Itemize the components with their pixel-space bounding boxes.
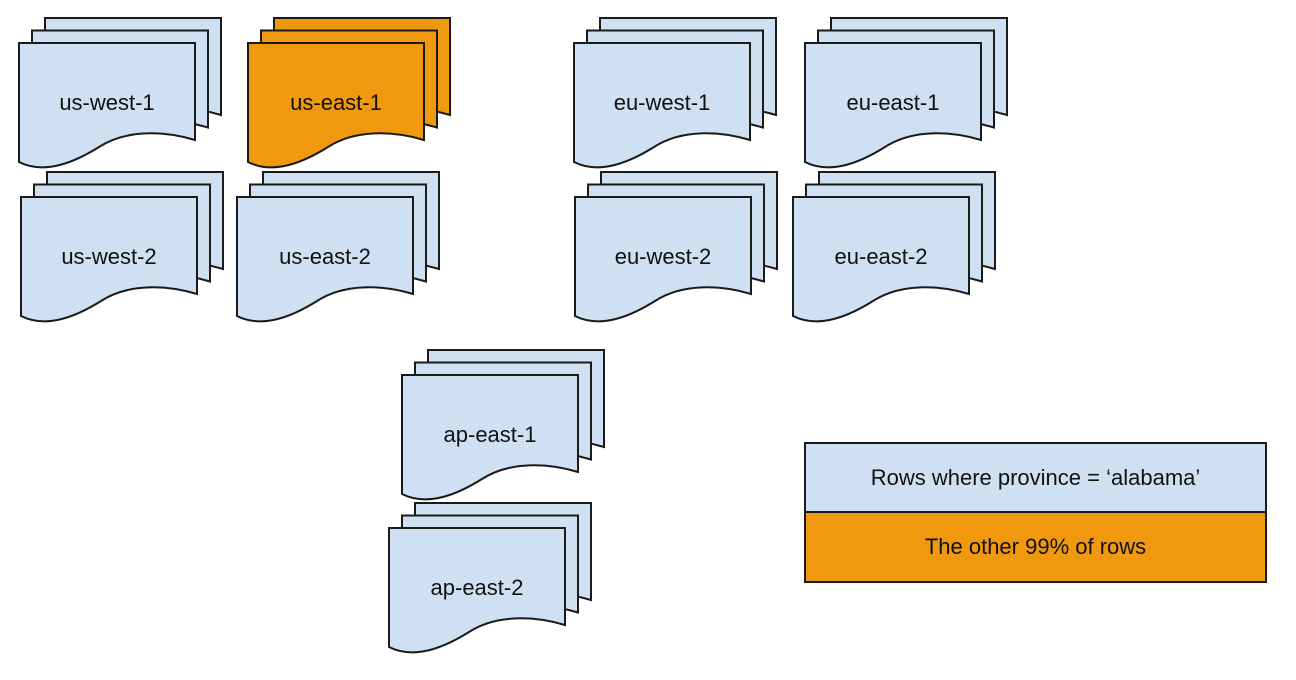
region-stack-eu-east-1: eu-east-1 <box>804 17 1008 170</box>
legend-item-other-rows: The other 99% of rows <box>806 511 1265 581</box>
region-stack-eu-west-1: eu-west-1 <box>573 17 777 170</box>
region-label: us-east-2 <box>279 244 371 269</box>
region-stack-eu-west-2: eu-west-2 <box>574 171 778 324</box>
document-page-front <box>401 374 579 501</box>
document-stack-graphic: us-east-2 <box>236 171 440 323</box>
document-stack-graphic: eu-east-2 <box>792 171 996 323</box>
legend-item-label: Rows where province = ‘alabama’ <box>870 464 1201 490</box>
document-page-front <box>804 42 982 169</box>
document-stack-graphic: us-west-2 <box>20 171 224 323</box>
legend-item-alabama-rows: Rows where province = ‘alabama’ <box>806 444 1265 511</box>
region-label: us-west-1 <box>59 90 154 115</box>
region-label: ap-east-2 <box>431 575 524 600</box>
document-page-front <box>236 196 414 323</box>
document-page-front <box>792 196 970 323</box>
document-stack-graphic: ap-east-2 <box>388 502 592 654</box>
document-page-front <box>18 42 196 169</box>
legend-item-label: The other 99% of rows <box>924 534 1147 559</box>
region-stack-us-west-2: us-west-2 <box>20 171 224 324</box>
document-stack-graphic: ap-east-1 <box>401 349 605 501</box>
region-stack-us-east-2: us-east-2 <box>236 171 440 324</box>
region-stack-ap-east-2: ap-east-2 <box>388 502 592 655</box>
document-stack-graphic: us-east-1 <box>247 17 451 169</box>
region-label: ap-east-1 <box>444 422 537 447</box>
region-label: eu-east-1 <box>847 90 940 115</box>
document-stack-graphic: eu-west-1 <box>573 17 777 169</box>
document-page-front <box>574 196 752 323</box>
document-stack-graphic: us-west-1 <box>18 17 222 169</box>
region-label: eu-west-1 <box>614 90 711 115</box>
region-label: eu-west-2 <box>615 244 712 269</box>
region-stack-eu-east-2: eu-east-2 <box>792 171 996 324</box>
legend: Rows where province = ‘alabama’ The othe… <box>804 442 1267 583</box>
document-page-front <box>388 527 566 654</box>
document-stack-graphic: eu-west-2 <box>574 171 778 323</box>
document-page-front <box>573 42 751 169</box>
document-stack-graphic: eu-east-1 <box>804 17 1008 169</box>
region-label: eu-east-2 <box>835 244 928 269</box>
document-page-front <box>247 42 425 169</box>
document-page-front <box>20 196 198 323</box>
region-stack-us-west-1: us-west-1 <box>18 17 222 170</box>
region-label: us-west-2 <box>61 244 156 269</box>
region-stack-ap-east-1: ap-east-1 <box>401 349 605 502</box>
region-label: us-east-1 <box>290 90 382 115</box>
region-stack-us-east-1: us-east-1 <box>247 17 451 170</box>
